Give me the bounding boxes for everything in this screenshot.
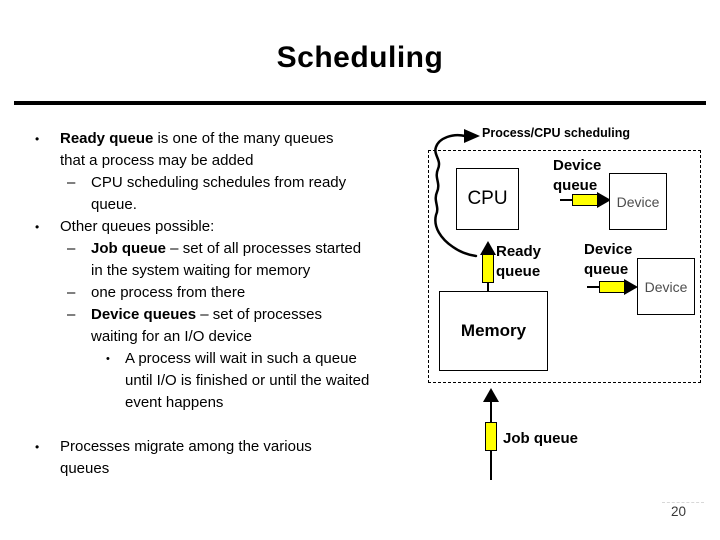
queue-bar bbox=[572, 194, 598, 206]
device-box-top: Device bbox=[609, 173, 667, 230]
bullet-line: • Other queues possible: bbox=[35, 216, 215, 238]
device-box-bottom: Device bbox=[637, 258, 695, 315]
arrow-tail bbox=[487, 283, 489, 291]
bullet-text: – set of processes bbox=[196, 306, 322, 323]
memory-box-label: Memory bbox=[460, 321, 527, 340]
bullet-marker: • bbox=[35, 220, 40, 234]
bullet-marker: – bbox=[67, 240, 76, 257]
bullet-text: CPU scheduling schedules from ready bbox=[91, 174, 347, 191]
bullet-marker: – bbox=[67, 306, 76, 323]
bullet-line: –Job queue – set of all processes starte… bbox=[67, 238, 362, 260]
bullet-line: • A process will wait in such a queue bbox=[106, 348, 357, 370]
device-box-top-label: Device bbox=[616, 193, 660, 210]
bullet-line: event happens bbox=[125, 392, 223, 414]
arrow-tail bbox=[490, 451, 492, 480]
bullet-text-bold: Job queue bbox=[91, 240, 167, 257]
device-queue-top-label: Device queue bbox=[553, 157, 602, 194]
bullet-marker: • bbox=[106, 353, 110, 365]
process-cpu-scheduling-label: Process/CPU scheduling bbox=[482, 126, 630, 140]
page-number-divider bbox=[662, 502, 704, 503]
arrow-head bbox=[597, 192, 611, 208]
bullet-text: in the system waiting for memory bbox=[91, 262, 311, 279]
bullet-line: –one process from there bbox=[67, 282, 246, 304]
bullet-text-block: • Ready queue is one of the many queues th… bbox=[35, 128, 369, 480]
queue-bar bbox=[485, 422, 497, 451]
bullet-text: event happens bbox=[125, 394, 224, 411]
bullet-line: waiting for an I/O device bbox=[91, 326, 252, 348]
flow-annotation-arrow bbox=[434, 129, 480, 258]
queue-bar bbox=[599, 281, 625, 293]
bullet-line: that a process may be added bbox=[60, 150, 253, 172]
arrow-tail bbox=[587, 286, 600, 288]
bullet-line: in the system waiting for memory bbox=[91, 260, 310, 282]
bullet-text-bold: Ready queue bbox=[60, 130, 154, 147]
bullet-marker: • bbox=[35, 440, 40, 454]
page-number: 20 bbox=[671, 504, 687, 519]
bullet-marker: • bbox=[35, 132, 40, 146]
bullet-text: – set of all processes started bbox=[166, 240, 362, 257]
bullet-text: that a process may be added bbox=[60, 152, 254, 169]
page-title: Scheduling bbox=[276, 41, 444, 74]
job-queue-arrow bbox=[483, 388, 499, 480]
queue-bar bbox=[482, 254, 494, 283]
bullet-text: waiting for an I/O device bbox=[91, 328, 252, 345]
bullet-text: Other queues possible: bbox=[60, 218, 215, 235]
bullet-line: • Ready queue is one of the many queues bbox=[35, 128, 334, 150]
bullet-marker: – bbox=[67, 174, 76, 191]
device-queue-bottom-label: Device queue bbox=[584, 241, 633, 278]
device-queue-arrow-bottom bbox=[587, 279, 638, 295]
bullet-line: until I/O is finished or until the waite… bbox=[125, 370, 369, 392]
bullet-marker: – bbox=[67, 284, 76, 301]
device-box-bottom-label: Device bbox=[644, 278, 688, 295]
bullet-text: A process will wait in such a queue bbox=[125, 350, 357, 367]
bullet-text: is one of the many queues bbox=[153, 130, 334, 147]
arrow-head bbox=[480, 241, 496, 255]
ready-queue-arrow bbox=[480, 241, 496, 291]
bullet-line: –CPU scheduling schedules from ready bbox=[67, 172, 347, 194]
bullet-line: • Processes migrate among the various bbox=[35, 436, 312, 458]
system-boundary-box bbox=[428, 150, 701, 383]
job-queue-label: Job queue bbox=[503, 430, 579, 447]
ready-queue-label: Ready queue bbox=[496, 243, 542, 280]
device-queue-arrow-top bbox=[560, 192, 611, 208]
bullet-text-bold: Device queues bbox=[91, 306, 197, 323]
cpu-box: CPU bbox=[456, 168, 519, 230]
cpu-box-label: CPU bbox=[467, 188, 508, 209]
title-divider bbox=[14, 101, 706, 105]
bullet-line: –Device queues – set of processes bbox=[67, 304, 322, 326]
bullet-text: queues bbox=[60, 460, 110, 477]
bullet-text: queue. bbox=[91, 196, 137, 213]
arrow-head bbox=[483, 388, 499, 402]
arrow-line bbox=[490, 402, 492, 422]
bullet-line: queue. bbox=[91, 194, 137, 216]
bullet-line: queues bbox=[60, 458, 109, 480]
memory-box: Memory bbox=[439, 291, 548, 371]
arrow-head bbox=[624, 279, 638, 295]
bullet-text: until I/O is finished or until the waite… bbox=[125, 372, 370, 389]
arrow-tail bbox=[560, 199, 573, 201]
bullet-text: one process from there bbox=[91, 284, 246, 301]
bullet-text: Processes migrate among the various bbox=[60, 438, 312, 455]
